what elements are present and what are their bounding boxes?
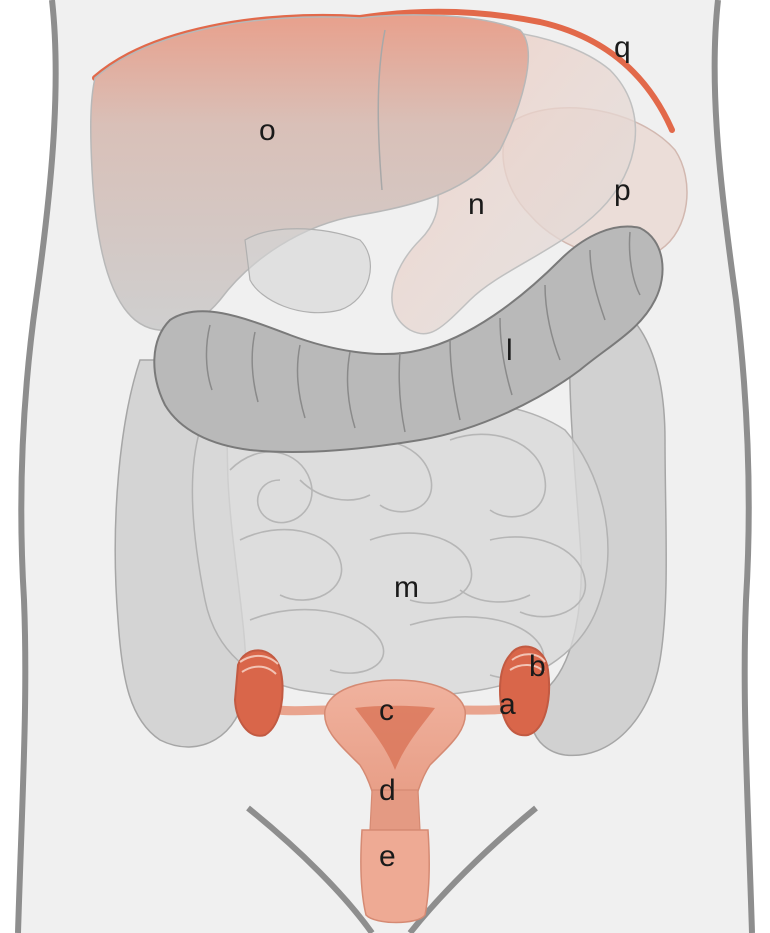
label-p: p [614, 174, 631, 207]
ovary-left [235, 650, 283, 735]
label-a: a [499, 688, 516, 721]
label-o: o [259, 114, 276, 147]
label-b: b [529, 650, 546, 683]
label-m: m [394, 571, 419, 604]
label-n: n [468, 188, 485, 221]
label-c: c [379, 694, 394, 727]
label-d: d [379, 774, 396, 807]
label-q: q [614, 31, 631, 64]
label-e: e [379, 840, 396, 873]
label-l: l [506, 334, 513, 367]
